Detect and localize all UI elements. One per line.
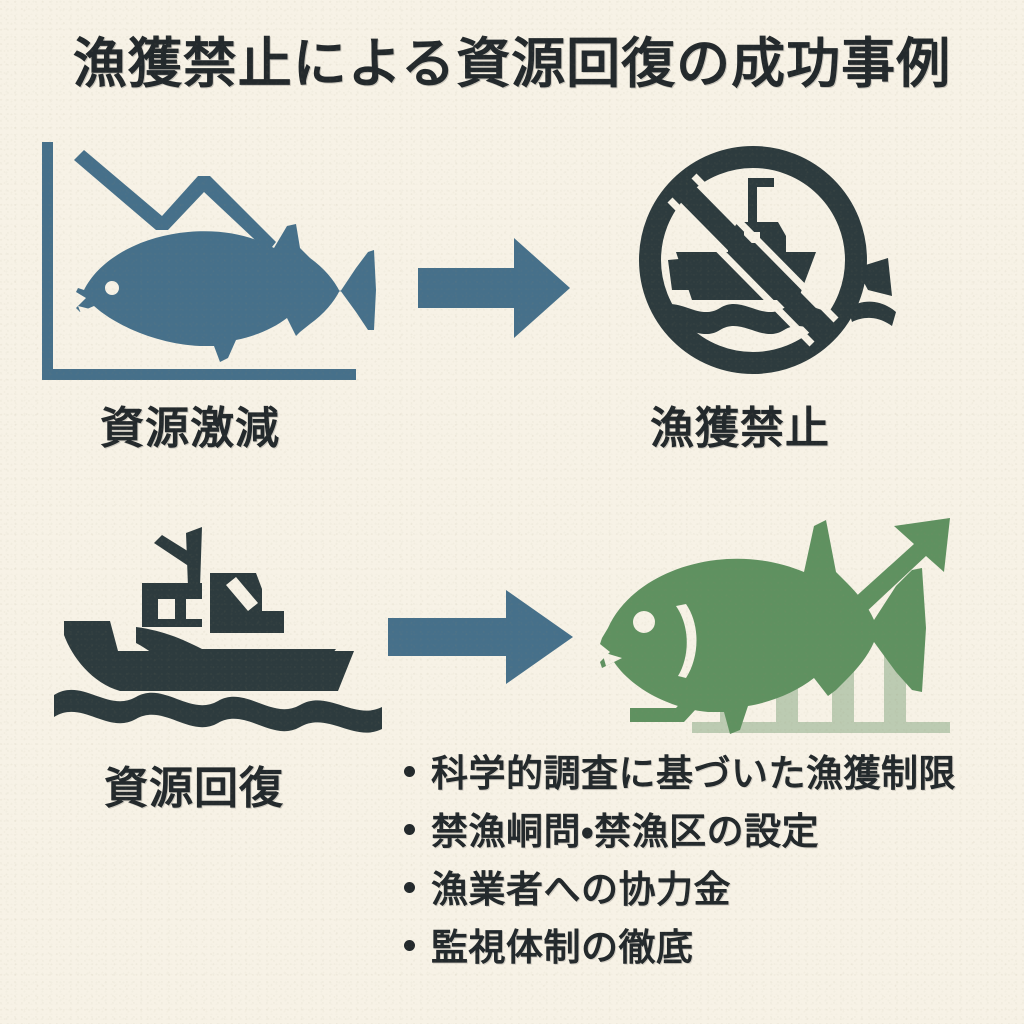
panel-fishing-ban-icon	[620, 140, 950, 395]
caption-resource-decline: 資源激減	[100, 403, 280, 454]
list-item: 禁漁峒問・禁漁区の設定	[404, 813, 1014, 850]
list-item-label: 科学的調査に基づいた漁獲制限	[431, 752, 956, 795]
rising-chart-fish-icon	[600, 518, 950, 734]
list-item-label: 監視体制の徹底	[431, 926, 694, 969]
arrow-boat-to-recovery	[388, 588, 573, 686]
fish-eye	[633, 611, 655, 633]
caption-fishing-ban: 漁獲禁止	[650, 403, 830, 454]
panel-resource-decline-icon	[38, 140, 398, 395]
list-item-label: 禁漁峒問・禁漁区の設定	[431, 810, 820, 853]
list-item-label: 漁業者への协力金	[431, 868, 731, 911]
bullet-dot-icon	[404, 824, 415, 835]
prohibition-slash	[674, 180, 832, 340]
list-item: 監視体制の徹底	[404, 929, 1014, 966]
fish-eye	[105, 281, 119, 295]
panel-recovered-stock-icon	[600, 510, 990, 740]
list-item: 科学的調査に基づいた漁獲制限	[404, 755, 1014, 792]
bullet-dot-icon	[404, 940, 415, 951]
bullet-dot-icon	[404, 766, 415, 777]
declining-chart-fish-icon	[42, 142, 376, 380]
no-fishing-sign-icon	[639, 146, 896, 374]
measures-list: 科学的調査に基づいた漁獲制限 禁漁峒問・禁漁区の設定 漁業者への协力金 監視体制…	[404, 755, 1014, 987]
bullet-dot-icon	[404, 882, 415, 893]
list-item: 漁業者への协力金	[404, 871, 1014, 908]
caption-resource-recovery: 資源回復	[104, 763, 284, 814]
prohibition-ring	[639, 146, 867, 374]
arrow-decline-to-ban	[418, 236, 570, 340]
page-title: 漁獲禁止による資源回復の成功事例	[72, 32, 952, 95]
fishing-boat-icon	[54, 527, 382, 733]
panel-fishing-boat-icon	[50, 515, 400, 735]
